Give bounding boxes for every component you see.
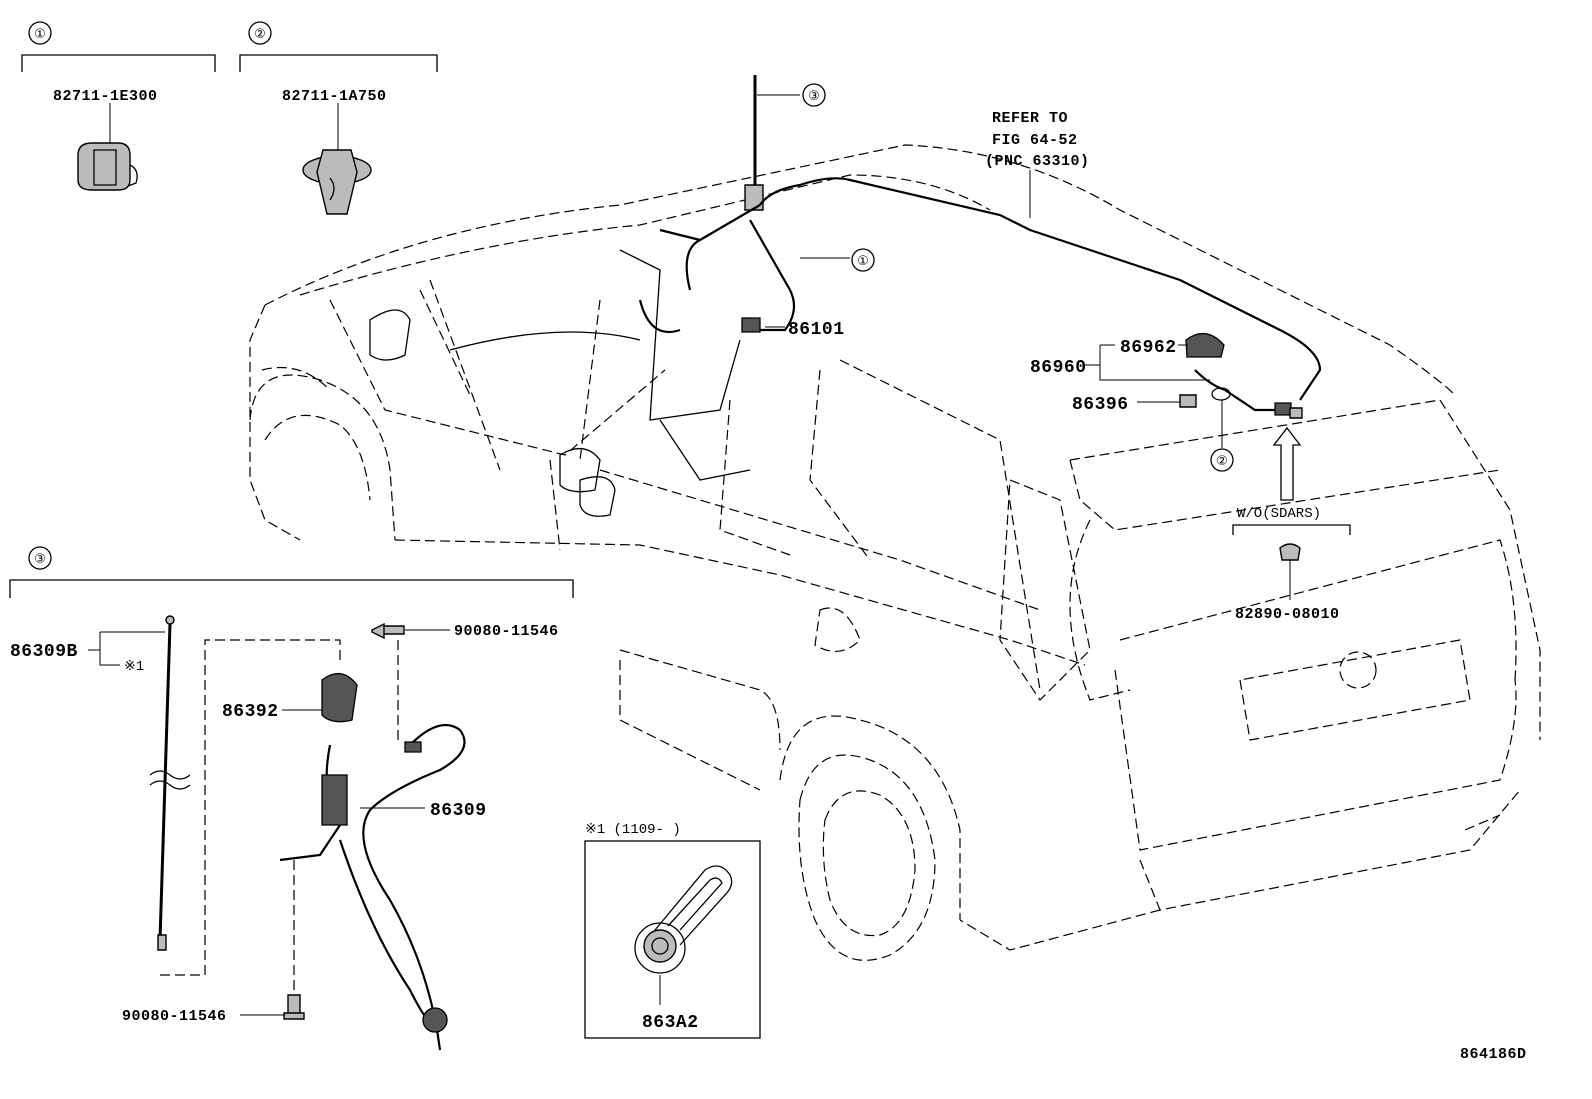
refer-fig-link[interactable]: FIG 64-52 xyxy=(992,132,1078,149)
figure-id: 864186D xyxy=(1460,1046,1527,1063)
callout-3-label: ③ xyxy=(34,552,46,567)
antenna-base-863A2-icon xyxy=(634,865,733,974)
part-86392-label[interactable]: 86392 xyxy=(222,702,279,722)
clip-82711-1E300-icon xyxy=(77,142,138,191)
refer-pnc: (PNC 63310) xyxy=(985,153,1090,170)
antenna-pad-icon xyxy=(321,673,358,723)
part-82711-1E300-label[interactable]: 82711-1E300 xyxy=(53,88,158,105)
part-86960-label[interactable]: 86960 xyxy=(1030,358,1087,378)
note-1-marker: ※1 xyxy=(124,659,144,675)
bolt-top-icon xyxy=(371,622,405,640)
clip-82711-1A750-icon xyxy=(302,149,372,215)
part-90080-11546-bottom-label[interactable]: 90080-11546 xyxy=(122,1008,227,1025)
part-86309-label[interactable]: 86309 xyxy=(430,801,487,821)
vehicle-outline xyxy=(249,144,1541,961)
callout-1-vehicle-label: ① xyxy=(857,254,869,269)
part-86962-label[interactable]: 86962 xyxy=(1120,338,1177,358)
arrow-up-icon xyxy=(1272,426,1302,501)
shark-fin-antenna-icon xyxy=(1185,333,1225,358)
part-86396-label[interactable]: 86396 xyxy=(1072,395,1129,415)
callout-3-antenna-label: ③ xyxy=(808,89,820,104)
part-90080-11546-top-label[interactable]: 90080-11546 xyxy=(454,623,559,640)
group-3-header: ③ xyxy=(9,546,574,598)
roof-antenna-icon xyxy=(744,75,764,211)
inset-title: ※1 (1109- ) xyxy=(585,822,681,838)
bolt-bottom-icon xyxy=(283,994,305,1020)
group-1-header: ① xyxy=(21,21,216,72)
part-82711-1A750-label[interactable]: 82711-1A750 xyxy=(282,88,387,105)
callout-2-vehicle-label: ② xyxy=(1216,454,1228,469)
refer-line-1: REFER TO xyxy=(992,110,1068,127)
part-863A2-label[interactable]: 863A2 xyxy=(642,1013,699,1033)
antenna-cable-icon xyxy=(279,723,466,1051)
inset-box xyxy=(584,840,761,1039)
antenna-mast-icon xyxy=(149,615,191,951)
callout-1-label: ① xyxy=(34,27,46,42)
part-82890-08010-label[interactable]: 82890-08010 xyxy=(1235,606,1340,623)
wo-sdars-label: W/O(SDARS) xyxy=(1237,506,1321,522)
group-2-header: ② xyxy=(239,21,438,72)
callout-2-label: ② xyxy=(254,27,266,42)
clip-82890-08010-icon xyxy=(1279,543,1301,561)
part-86309B-label[interactable]: 86309B xyxy=(10,642,78,662)
part-86101-label[interactable]: 86101 xyxy=(788,320,845,340)
antenna-harness-icon xyxy=(638,177,1322,401)
